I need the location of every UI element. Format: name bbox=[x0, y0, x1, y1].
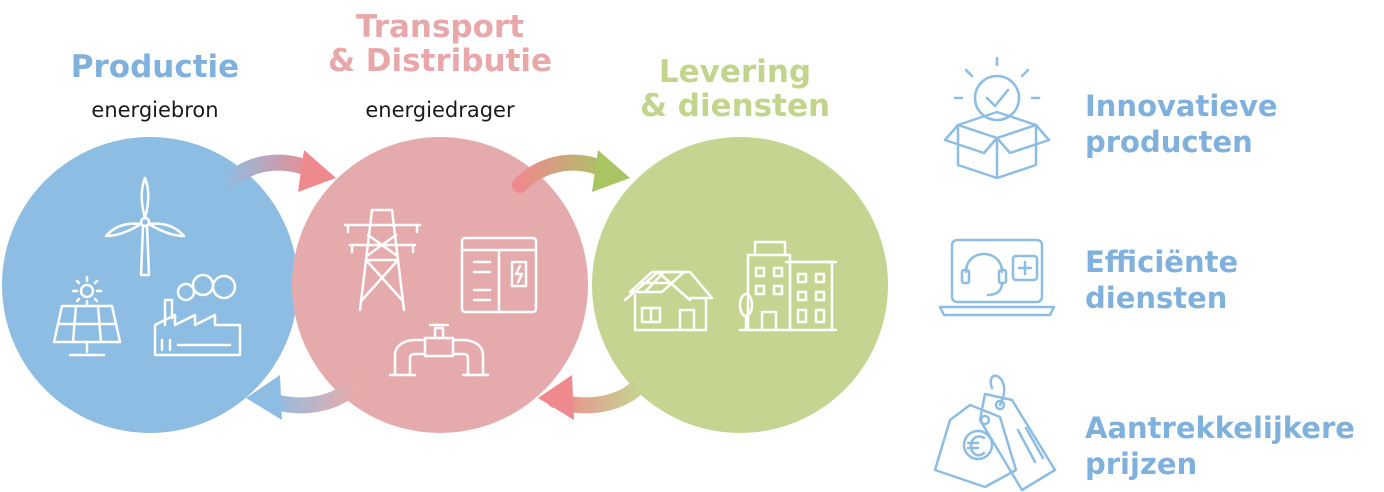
solar-house-icon bbox=[623, 270, 714, 332]
power-pylon-icon bbox=[343, 208, 422, 312]
gas-pipeline-icon bbox=[388, 323, 490, 377]
benefit-line: diensten bbox=[1085, 281, 1228, 315]
benefit-line: producten bbox=[1085, 125, 1253, 159]
benefit-line: prijzen bbox=[1085, 447, 1198, 481]
transport-title: Transport & Distributie bbox=[300, 10, 580, 78]
delivery-circle bbox=[592, 137, 888, 433]
delivery-title-line-1: Levering bbox=[658, 54, 812, 90]
delivery-title-line-2: & diensten bbox=[639, 88, 831, 124]
euro-price-tag-icon bbox=[933, 374, 1057, 492]
production-circle bbox=[2, 137, 298, 433]
production-title: Productie bbox=[55, 50, 255, 84]
factory-icon bbox=[153, 273, 242, 357]
transport-title-line-2: & Distributie bbox=[327, 43, 553, 79]
benefit-innovative-products: Innovatieve producten bbox=[1085, 88, 1278, 160]
transport-circle bbox=[292, 137, 588, 433]
benefit-efficient-services: Efficiënte diensten bbox=[1085, 244, 1238, 316]
arrow-transport-to-delivery bbox=[512, 150, 630, 193]
product-box-check-icon bbox=[943, 56, 1051, 180]
production-subtitle: energiebron bbox=[91, 98, 219, 122]
benefit-line: Efficiënte bbox=[1085, 245, 1239, 279]
production-title-line: Productie bbox=[70, 49, 240, 85]
arrow-production-to-transport bbox=[217, 150, 336, 193]
transport-title-line-1: Transport bbox=[355, 9, 525, 45]
electrical-cabinet-icon bbox=[460, 236, 538, 314]
benefit-attractive-prices: Aantrekkelijkere prijzen bbox=[1085, 410, 1355, 482]
solar-panel-icon bbox=[52, 304, 122, 357]
benefit-line: Innovatieve bbox=[1085, 89, 1278, 123]
laptop-support-icon bbox=[938, 238, 1056, 317]
arrow-transport-to-production bbox=[246, 375, 363, 420]
transport-subtitle: energiedrager bbox=[365, 98, 515, 122]
arrow-delivery-to-transport bbox=[538, 375, 648, 420]
benefit-line: Aantrekkelijkere bbox=[1085, 411, 1355, 445]
sun-icon bbox=[71, 275, 103, 307]
delivery-title: Levering & diensten bbox=[620, 55, 850, 123]
apartment-buildings-icon bbox=[738, 240, 838, 332]
wind-turbine-icon bbox=[104, 176, 186, 277]
